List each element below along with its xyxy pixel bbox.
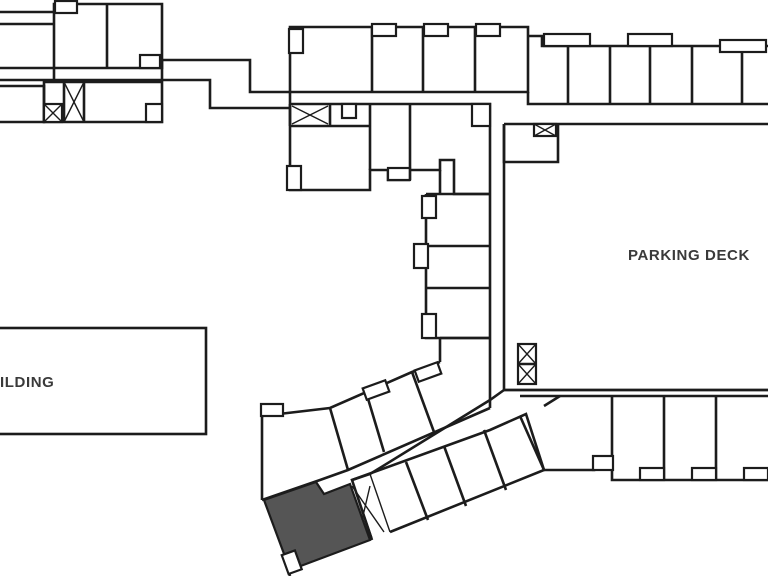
lower-wing [259,360,491,576]
central-core [285,92,492,408]
parking-deck: PARKING DECK [502,122,768,392]
highlighted-unit[interactable] [262,480,372,572]
top-left-wing [0,0,290,124]
left-building: ILDING [0,326,208,436]
parking-deck-label: PARKING DECK [628,247,750,264]
building-label: ILDING [0,374,54,391]
lower-right-wing [350,388,768,541]
top-wing [287,22,768,106]
